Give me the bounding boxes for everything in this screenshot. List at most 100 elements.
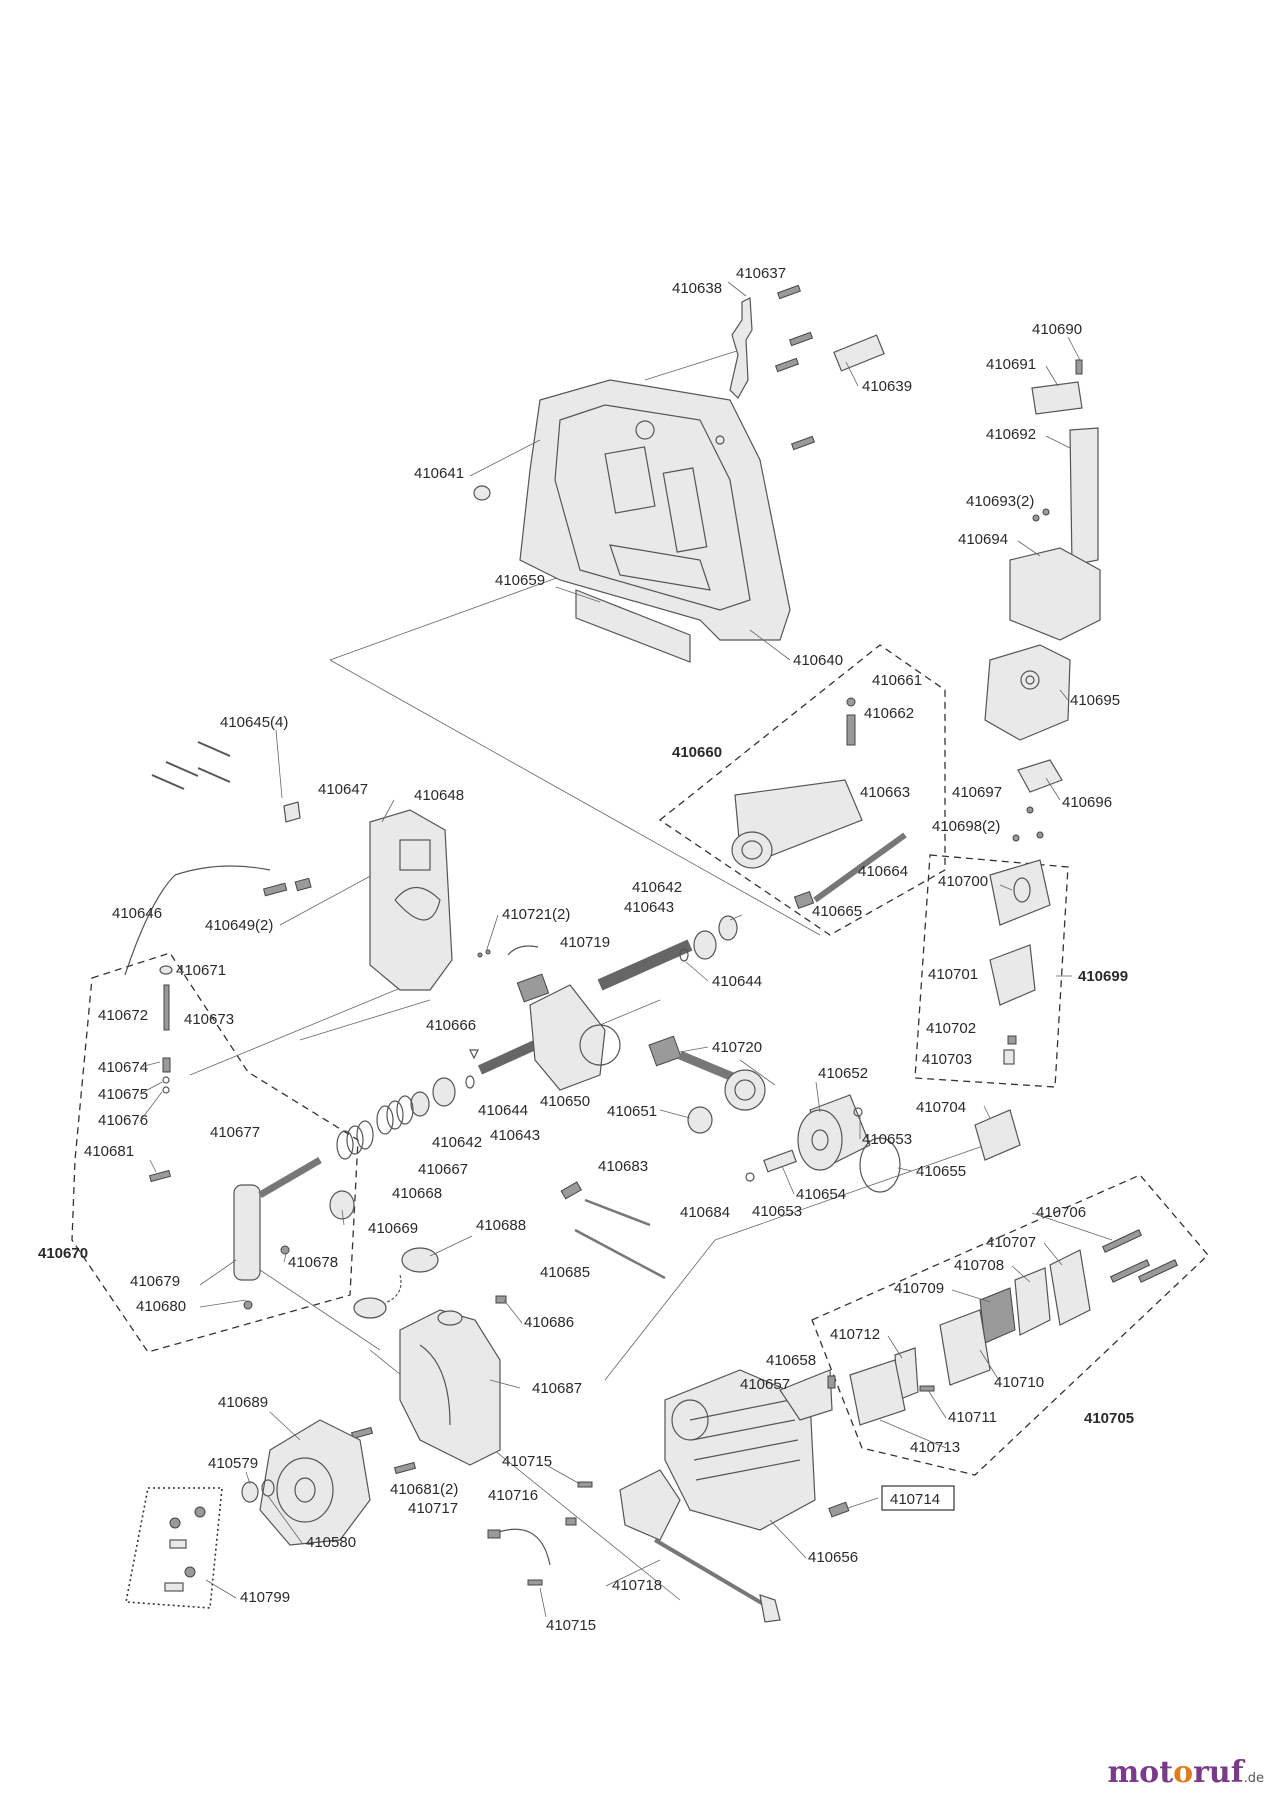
rod-410664 (813, 832, 907, 903)
pin-410654 (763, 1149, 797, 1173)
assembly-line (329, 659, 821, 936)
part-410680 (243, 1300, 253, 1310)
label-410696: 410696 (1062, 794, 1112, 811)
label-410674: 410674 (98, 1059, 148, 1076)
plug-410686 (495, 1295, 507, 1304)
bolts-410706 (1101, 1229, 1179, 1283)
screw-410637 (776, 284, 802, 300)
label-410652: 410652 (818, 1065, 868, 1082)
muffler-410710 (939, 1309, 991, 1386)
label-410644-b: 410644 (478, 1102, 528, 1119)
screw-410661 (846, 697, 856, 707)
brand-tld: .de (1243, 1771, 1264, 1786)
label-410642-b: 410642 (432, 1134, 482, 1151)
label-410651: 410651 (607, 1103, 657, 1120)
conrod (678, 1050, 766, 1111)
label-410681-a: 410681 (84, 1143, 134, 1160)
brand-name-part1: mot (1107, 1755, 1174, 1790)
assembly-line (259, 1269, 381, 1351)
label-410683: 410683 (598, 1158, 648, 1175)
assembly-line (189, 979, 421, 1076)
label-410679: 410679 (130, 1273, 180, 1290)
label-410689: 410689 (218, 1394, 268, 1411)
ring-410655 (859, 1137, 901, 1193)
pin-410673 (163, 984, 170, 1031)
clutch-parts-410799 (164, 1506, 206, 1592)
label-410673: 410673 (184, 1011, 234, 1028)
label-410579: 410579 (208, 1455, 258, 1472)
label-410659: 410659 (495, 572, 545, 589)
label-410720: 410720 (712, 1039, 762, 1056)
gasket-410704 (974, 1109, 1021, 1161)
label-410654: 410654 (796, 1186, 846, 1203)
label-410715-b: 410715 (546, 1617, 596, 1634)
screen-410709 (979, 1287, 1016, 1344)
label-410639: 410639 (862, 378, 912, 395)
label-410710: 410710 (994, 1374, 1044, 1391)
bearing-410719 (507, 945, 550, 1003)
label-410672: 410672 (98, 1007, 148, 1024)
label-410661: 410661 (872, 672, 922, 689)
frame-housing (519, 379, 791, 641)
label-410690: 410690 (1032, 321, 1082, 338)
label-410643-b: 410643 (490, 1127, 540, 1144)
screw-410665 (793, 890, 815, 910)
brand-name-part3: ruf (1193, 1755, 1244, 1790)
label-410648: 410648 (414, 787, 464, 804)
screw-410662 (846, 714, 856, 746)
assembly-line (604, 1239, 716, 1381)
label-410675: 410675 (98, 1086, 148, 1103)
washer-410675 (162, 1076, 170, 1084)
cap-410688 (353, 1247, 439, 1319)
label-410637: 410637 (736, 265, 786, 282)
label-410697: 410697 (952, 784, 1002, 801)
label-410665: 410665 (812, 903, 862, 920)
boot-410701 (989, 944, 1036, 1006)
label-410703: 410703 (922, 1051, 972, 1068)
ring-410644-low (465, 1075, 475, 1089)
label-410650: 410650 (540, 1093, 590, 1110)
label-410642-a: 410642 (632, 879, 682, 896)
group-outline-410660 (658, 644, 946, 936)
label-410687: 410687 (532, 1380, 582, 1397)
label-410686: 410686 (524, 1314, 574, 1331)
holder-410694 (1009, 547, 1101, 641)
flange-410700 (989, 859, 1051, 926)
spring-410668 (336, 1120, 374, 1160)
label-410706: 410706 (1036, 1204, 1086, 1221)
pump-410677 (233, 1156, 322, 1281)
label-410663: 410663 (860, 784, 910, 801)
label-410715-a: 410715 (502, 1453, 552, 1470)
screw-410698 (1012, 831, 1044, 842)
tank-410687 (399, 1309, 501, 1466)
sleeve-410703 (1003, 1049, 1015, 1065)
rod-410685 (574, 1228, 666, 1280)
label-410684: 410684 (680, 1204, 730, 1221)
label-410646: 410646 (112, 905, 162, 922)
label-410707: 410707 (986, 1234, 1036, 1251)
part-410647 (283, 801, 301, 823)
airfilter-cover-410663 (731, 779, 863, 869)
screw-410683 (560, 1181, 582, 1200)
screw-410690 (1075, 359, 1083, 375)
bearing-410643-top (693, 930, 717, 960)
assembly-line (299, 999, 431, 1041)
label-410641: 410641 (414, 465, 464, 482)
ignition-coil-410718 (619, 1469, 781, 1623)
label-410709: 410709 (894, 1280, 944, 1297)
brand-name-part2: o (1173, 1755, 1194, 1790)
label-410653-a: 410653 (862, 1131, 912, 1148)
plug-410641 (473, 485, 491, 501)
clip-410653-top (853, 1107, 863, 1117)
label-410647: 410647 (318, 781, 368, 798)
label-410691: 410691 (986, 356, 1036, 373)
brand-logo: motoruf.de (1107, 1755, 1264, 1790)
carburettor-410695 (984, 644, 1071, 741)
spark-plug-410714 (828, 1501, 850, 1518)
label-410645: 410645(4) (220, 714, 288, 731)
crankshaft-410650 (477, 939, 693, 1091)
screws-410649 (262, 877, 312, 897)
label-410681-b: 410681(2) (390, 1481, 458, 1498)
label-410688: 410688 (476, 1217, 526, 1234)
clip-410702 (1007, 1035, 1017, 1045)
